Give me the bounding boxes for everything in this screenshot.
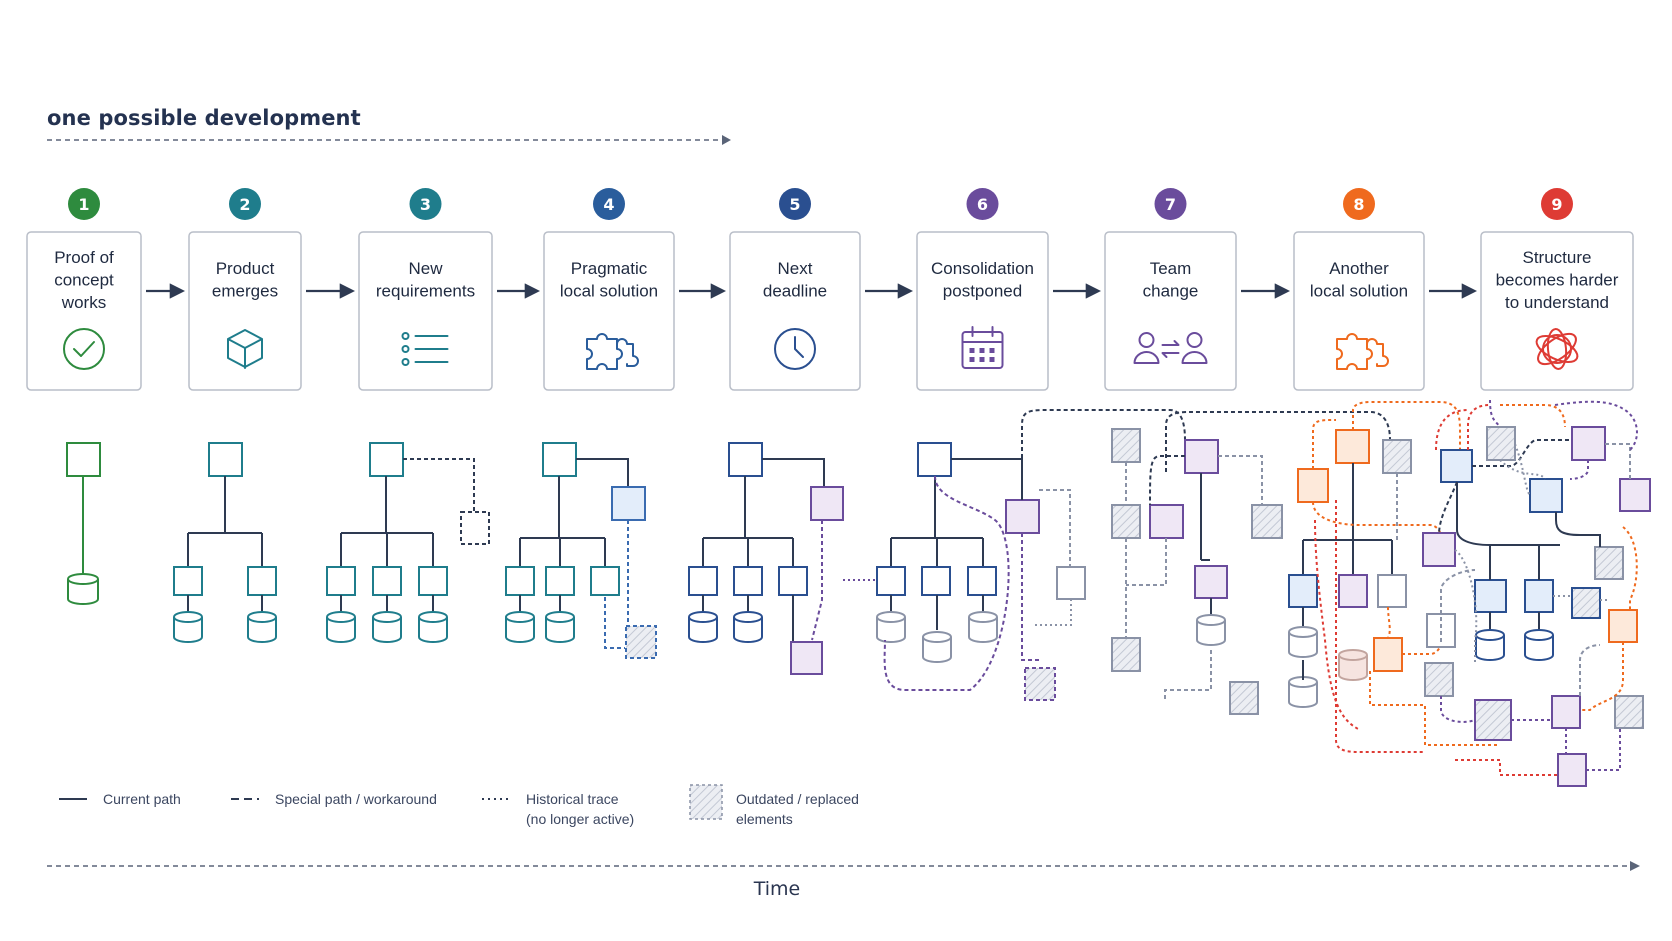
time-axis: Time [47, 861, 1640, 900]
step-label-line: local solution [1310, 282, 1408, 301]
step-label-line: to understand [1505, 293, 1609, 312]
structure-stage-7 [1111, 411, 1391, 715]
step-card [188, 231, 302, 391]
step-label-line: Product [216, 259, 275, 278]
step-label-line: Another [1329, 259, 1389, 278]
legend-label: elements [736, 811, 793, 827]
step-label-line: New [408, 259, 443, 278]
structure-stage-2 [173, 442, 277, 643]
structure-stage-4 [505, 442, 657, 659]
step-label-line: emerges [212, 282, 278, 301]
tangle-icon [1535, 328, 1579, 370]
step-label-line: Next [778, 259, 813, 278]
legend: Current path Special path / workaround His… [59, 784, 859, 827]
list-icon [401, 332, 449, 366]
step-card [1293, 231, 1425, 391]
step-number: 1 [78, 195, 89, 214]
step-number: 6 [977, 195, 988, 214]
step-number-badge: 7 [1154, 188, 1187, 220]
step-card [1104, 231, 1237, 391]
step-card [916, 231, 1049, 391]
step-label-line: works [61, 293, 106, 312]
legend-item-dotted: Historical trace (no longer active) [482, 791, 634, 827]
clock-icon [774, 328, 816, 370]
step-card [26, 231, 142, 391]
workaround-tangle [1314, 500, 1558, 776]
step-number-badge: 3 [409, 188, 442, 220]
step-number: 8 [1353, 195, 1364, 214]
legend-item-solid: Current path [59, 791, 181, 807]
cube-icon [227, 329, 263, 369]
structure-stage-9 [1422, 399, 1651, 787]
legend-label: Historical trace [526, 791, 619, 807]
step-number-badge: 1 [68, 188, 100, 220]
step-label-line: postponed [943, 282, 1022, 301]
heading-arrow [47, 135, 731, 145]
structure-stage-1 [66, 442, 101, 605]
puzzle-icon [1336, 333, 1389, 370]
step-label-line: requirements [376, 282, 475, 301]
step-number-badge: 9 [1541, 188, 1573, 220]
structure-stage-6 [876, 409, 1186, 701]
step-label-line: becomes harder [1496, 271, 1619, 290]
step-label-line: deadline [763, 282, 827, 301]
structure-evolution [66, 399, 1651, 787]
legend-label: Current path [103, 791, 181, 807]
time-label: Time [753, 878, 801, 900]
legend-item-hatched: Outdated / replaced elements [689, 784, 859, 827]
structure-stage-5 [688, 442, 878, 675]
step-number: 7 [1165, 195, 1176, 214]
legend-swatch [689, 784, 723, 820]
structure-stage-3 [326, 442, 490, 643]
step-number: 3 [420, 195, 431, 214]
step-number-badge: 8 [1343, 188, 1375, 220]
database-icon [67, 573, 99, 605]
step-label-line: Proof of [54, 248, 114, 267]
legend-item-dashed: Special path / workaround [231, 791, 437, 807]
step-label-line: Team [1150, 259, 1192, 278]
diagram-heading: one possible development [47, 106, 361, 130]
step-label-line: Structure [1523, 248, 1592, 267]
step-label-line: Consolidation [931, 259, 1034, 278]
legend-label: Outdated / replaced [736, 791, 859, 807]
calendar-icon [961, 326, 1004, 369]
step-number-badge: 2 [229, 188, 261, 220]
step-card [543, 231, 675, 391]
step-number-badge: 4 [593, 188, 625, 220]
team-swap-icon [1133, 332, 1208, 364]
legend-label: Special path / workaround [275, 791, 437, 807]
step-number: 2 [239, 195, 250, 214]
step-number: 4 [603, 195, 614, 214]
step-number: 5 [789, 195, 800, 214]
step-card [729, 231, 861, 391]
check-circle-icon [63, 328, 105, 370]
step-number-badge: 5 [779, 188, 811, 220]
legend-label: (no longer active) [526, 811, 634, 827]
step-number-badge: 6 [966, 188, 999, 220]
step-label-line: change [1143, 282, 1199, 301]
step-label-line: Pragmatic [571, 259, 648, 278]
puzzle-icon [586, 333, 639, 370]
step-label-line: local solution [560, 282, 658, 301]
step-label-line: concept [54, 271, 114, 290]
step-number: 9 [1551, 195, 1562, 214]
structure-stage-8 [1288, 401, 1500, 746]
step-card [1480, 231, 1634, 391]
step-card [358, 231, 493, 391]
